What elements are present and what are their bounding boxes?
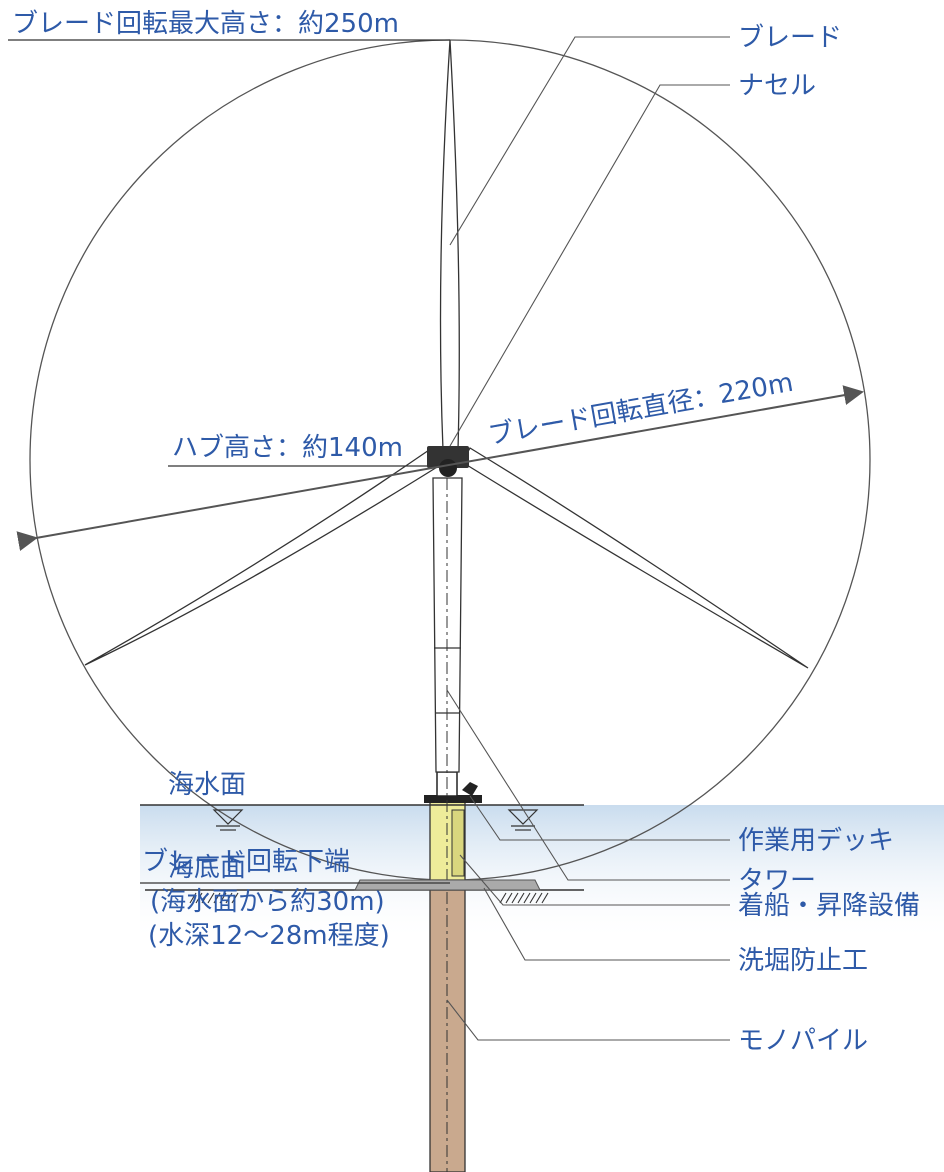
tower-leader — [446, 689, 730, 881]
boat-landing — [451, 809, 465, 877]
work-deck-leader — [469, 795, 730, 841]
max-height-label: ブレード回転最大高さ：約250m — [12, 9, 399, 39]
callout-tower: タワー — [738, 866, 816, 896]
nacelle-leader — [449, 84, 730, 447]
boat-landing-leader — [459, 854, 730, 906]
callout-boat-landing: 着船・昇降設備 — [738, 891, 920, 921]
seabed-hatch-left — [189, 892, 239, 904]
deck-crane — [462, 782, 478, 796]
monopile-leader — [446, 999, 730, 1041]
hub-height-label: ハブ高さ：約140m — [172, 433, 403, 463]
work-deck — [424, 795, 482, 803]
seabed-label: 海底面 — [168, 853, 246, 883]
blade-leader — [449, 36, 730, 246]
hub — [439, 459, 457, 477]
sea-surface-symbol-left — [212, 809, 244, 831]
callout-work-deck: 作業用デッキ — [738, 826, 894, 856]
blade-bottom-sublabel: (海水面から約30m) — [150, 887, 385, 917]
blade-bottom-label: ブレード回転下端 — [142, 847, 350, 877]
callout-monopile: モノパイル — [738, 1026, 868, 1056]
callout-scour-protection: 洗堀防止工 — [738, 946, 868, 976]
callout-blade: ブレード — [738, 23, 842, 53]
seabed-hatch-right — [499, 892, 549, 904]
rotor-diameter-label: ブレード回転直径：220m — [486, 368, 795, 451]
blade-top — [439, 39, 460, 451]
blade-left — [84, 447, 443, 666]
scour-leader — [483, 887, 730, 961]
callout-nacelle: ナセル — [738, 71, 816, 101]
sea-surface-label: 海水面 — [168, 770, 246, 800]
blade-right — [461, 447, 809, 669]
rotor-diameter-arrow — [16, 385, 864, 551]
water-depth-label: (水深12～28m程度) — [148, 921, 390, 951]
